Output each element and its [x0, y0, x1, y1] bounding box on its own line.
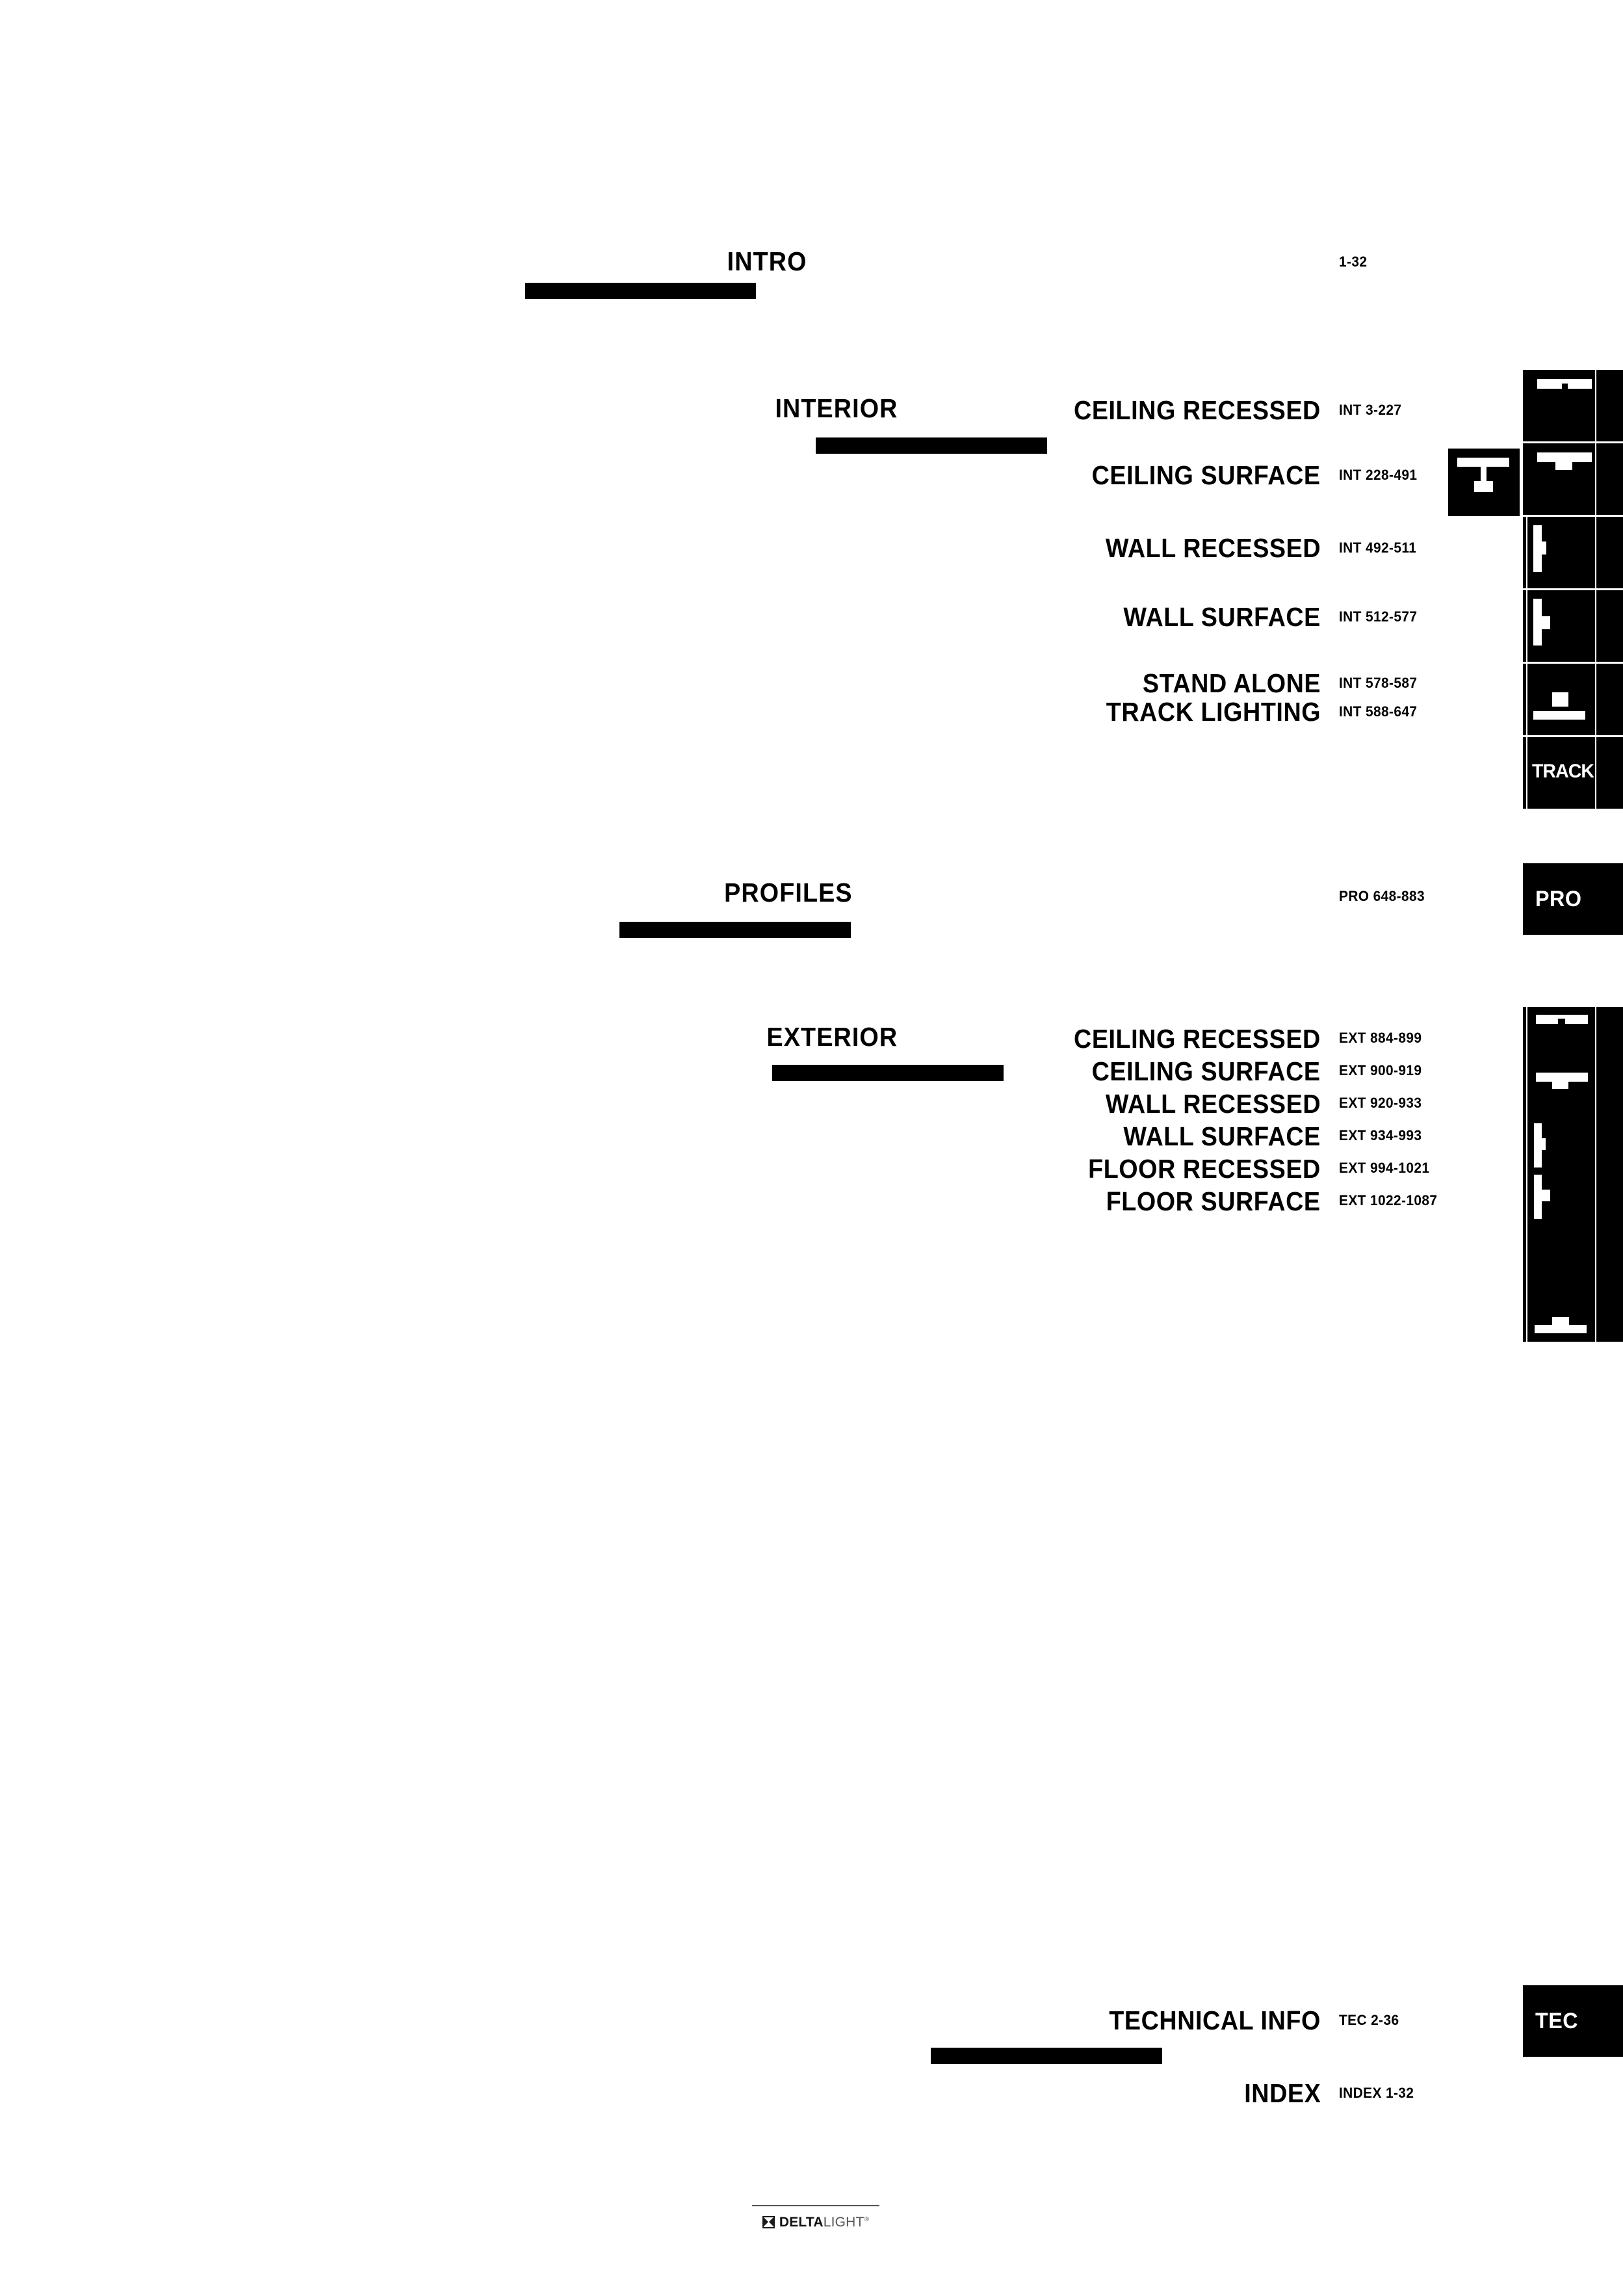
wall-recessed-icon[interactable] [1523, 517, 1623, 588]
section-code-intro[interactable]: 1-32 [1339, 254, 1368, 270]
row-title-int-wall-surface[interactable]: WALL SURFACE [1123, 602, 1321, 632]
section-rule-profiles [619, 922, 851, 938]
row-title-ext-wall-surface[interactable]: WALL SURFACE [1123, 1121, 1321, 1151]
section-code-technical-info[interactable]: TEC 2-36 [1339, 2012, 1399, 2028]
row-code-ext-floor-surface[interactable]: EXT 1022-1087 [1339, 1192, 1438, 1208]
row-title-ext-wall-recessed[interactable]: WALL RECESSED [1105, 1089, 1321, 1119]
row-code-ext-ceiling-surface[interactable]: EXT 900-919 [1339, 1062, 1422, 1078]
pendant-suspended-icon[interactable] [1448, 449, 1520, 516]
footer-divider [752, 2205, 879, 2206]
ceiling-surface-icon[interactable] [1523, 443, 1623, 515]
section-heading-technical-info[interactable]: TECHNICAL INFO [1109, 2005, 1321, 2035]
track-icon-label: TRACK [1532, 761, 1594, 782]
row-code-ext-ceiling-recessed[interactable]: EXT 884-899 [1339, 1030, 1422, 1046]
row-code-int-ceiling-recessed[interactable]: INT 3-227 [1339, 402, 1402, 418]
row-code-int-wall-surface[interactable]: INT 512-577 [1339, 608, 1418, 625]
stand-alone-icon[interactable] [1523, 664, 1623, 735]
ceiling-recessed-icon[interactable] [1523, 370, 1623, 441]
wall-surface-icon[interactable] [1523, 590, 1623, 662]
row-code-ext-wall-surface[interactable]: EXT 934-993 [1339, 1127, 1422, 1143]
section-rule-exterior [772, 1065, 1004, 1081]
logo-registered: ® [864, 2216, 870, 2223]
floor-surface-icon[interactable] [1523, 1270, 1623, 1342]
deltalight-logo: DELTALIGHT® [751, 2215, 881, 2229]
badge-pro[interactable]: PRO [1523, 863, 1623, 935]
track-lighting-icon[interactable]: TRACK [1523, 737, 1623, 809]
row-title-int-wall-recessed[interactable]: WALL RECESSED [1105, 533, 1321, 563]
logo-light: LIGHT [823, 2215, 864, 2230]
row-code-int-wall-recessed[interactable]: INT 492-511 [1339, 540, 1417, 556]
row-code-int-ceiling-surface[interactable]: INT 228-491 [1339, 467, 1418, 483]
row-title-int-stand-alone[interactable]: STAND ALONE [1142, 668, 1321, 698]
section-rule-technical-info [931, 2048, 1162, 2064]
section-heading-intro[interactable]: INTRO [727, 246, 807, 276]
row-title-ext-floor-surface[interactable]: FLOOR SURFACE [1106, 1186, 1321, 1216]
section-code-index[interactable]: INDEX 1-32 [1339, 2085, 1414, 2101]
row-code-int-track-lighting[interactable]: INT 588-647 [1339, 703, 1418, 720]
bowtie-mark-icon [762, 2216, 775, 2228]
row-code-ext-floor-recessed[interactable]: EXT 994-1021 [1339, 1160, 1430, 1176]
logo-delta: DELTA [779, 2215, 824, 2230]
row-title-ext-ceiling-recessed[interactable]: CEILING RECESSED [1074, 1024, 1321, 1054]
row-title-int-ceiling-recessed[interactable]: CEILING RECESSED [1074, 395, 1321, 425]
row-title-ext-ceiling-surface[interactable]: CEILING SURFACE [1092, 1056, 1321, 1086]
section-heading-interior[interactable]: INTERIOR [774, 393, 898, 423]
row-code-int-stand-alone[interactable]: INT 578-587 [1339, 675, 1418, 691]
row-title-int-track-lighting[interactable]: TRACK LIGHTING [1106, 697, 1321, 727]
row-code-ext-wall-recessed[interactable]: EXT 920-933 [1339, 1095, 1422, 1111]
badge-tec-label: TEC [1535, 2008, 1579, 2033]
logo-wordmark: DELTALIGHT® [779, 2215, 869, 2229]
section-heading-index[interactable]: INDEX [1243, 2078, 1321, 2108]
section-code-profiles[interactable]: PRO 648-883 [1339, 888, 1425, 904]
badge-tec[interactable]: TEC [1523, 1985, 1623, 2057]
section-rule-interior [816, 437, 1047, 454]
row-title-int-ceiling-surface[interactable]: CEILING SURFACE [1092, 460, 1321, 490]
section-heading-profiles[interactable]: PROFILES [724, 878, 853, 907]
row-title-ext-floor-recessed[interactable]: FLOOR RECESSED [1088, 1154, 1321, 1184]
section-heading-exterior[interactable]: EXTERIOR [766, 1022, 898, 1052]
footer: DELTALIGHT® [751, 2205, 881, 2229]
badge-pro-label: PRO [1535, 886, 1582, 911]
section-rule-intro [525, 283, 756, 299]
